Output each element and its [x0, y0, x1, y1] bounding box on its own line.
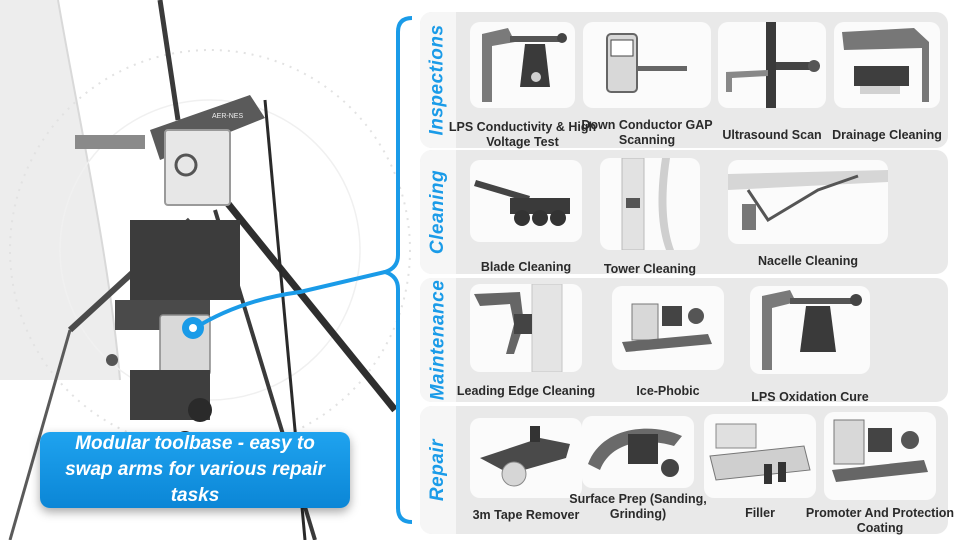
robot-illustration: AER-NES: [0, 0, 411, 540]
tool-thumbnail: [704, 414, 816, 498]
category-label: Cleaning: [420, 150, 456, 274]
callout-box: Modular toolbase - easy to swap arms for…: [40, 432, 350, 508]
tool-thumbnail: [750, 286, 870, 374]
tool-name: Surface Prep (Sanding, Grinding): [569, 492, 707, 521]
tool-name: LPS Conductivity & High Voltage Test: [448, 120, 597, 149]
category-label: Repair: [420, 406, 456, 534]
tool-name: Ice-Phobic: [636, 384, 700, 398]
tool-thumbnail: [470, 284, 582, 372]
category-label: Maintenance: [420, 278, 456, 402]
tool-thumbnail: [824, 412, 936, 500]
tool-thumbnail: [728, 160, 888, 244]
tool-thumbnail: [718, 22, 826, 108]
tool-name: Leading Edge Cleaning: [456, 384, 596, 398]
tool-thumbnail: [470, 418, 582, 498]
tool-name: Filler: [745, 506, 775, 520]
tool-name: Nacelle Cleaning: [757, 254, 859, 268]
tool-name: Tower Cleaning: [603, 262, 697, 276]
tool-name: Ultrasound Scan: [722, 128, 822, 142]
tool-thumbnail: [834, 22, 940, 108]
category-cleaning: Cleaning Blade Cleaning Tow: [420, 150, 948, 276]
tool-name: Promoter And Protection Coating: [805, 506, 955, 535]
category-maintenance: Maintenance Leading Edge Cleaning: [420, 278, 948, 404]
tool-name: Drainage Cleaning: [832, 128, 942, 142]
category-label: Inspections: [420, 12, 456, 148]
tool-name: 3m Tape Remover: [472, 508, 580, 522]
tool-thumbnail: [600, 158, 700, 250]
category-repair: Repair 3m Tape Remover Surface Prep (S: [420, 406, 954, 535]
tool-thumbnail: [582, 416, 694, 488]
tool-name: Down Conductor GAP Scanning: [581, 118, 713, 147]
tool-thumbnail: [470, 160, 582, 242]
svg-text:AER-NES: AER-NES: [212, 113, 243, 120]
tool-name: Blade Cleaning: [480, 260, 572, 274]
tool-thumbnail: [583, 22, 711, 108]
tool-thumbnail: [470, 22, 575, 108]
tool-name: LPS Oxidation Cure: [751, 390, 869, 404]
category-inspections: Inspections LPS Conductivity & High Volt…: [420, 12, 948, 149]
tool-thumbnail: [612, 286, 724, 370]
callout-text: Modular toolbase - easy to swap arms for…: [65, 433, 325, 506]
